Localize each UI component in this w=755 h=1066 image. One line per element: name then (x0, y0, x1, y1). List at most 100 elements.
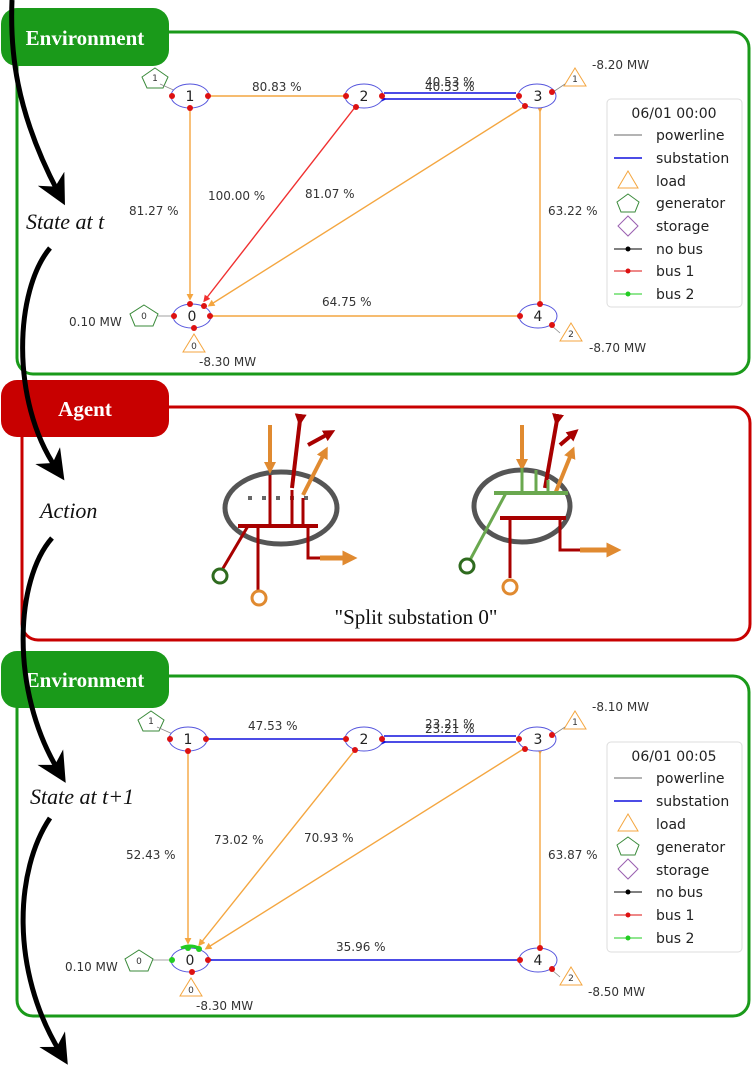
line-label-1-0: 52.43 % (126, 848, 176, 862)
load-id-3: 1 (572, 75, 578, 85)
legend-t: 06/01 00:00 powerline substation load ge… (606, 98, 743, 308)
environment-tab-bottom (1, 651, 169, 708)
generator-mw-0: 0.10 MW (69, 315, 122, 329)
line-label-2-0: 100.00 % (208, 189, 265, 203)
load-icon-4 (559, 322, 583, 342)
legend-label-bus-1: bus 1 (656, 908, 694, 924)
environment-tab-top (1, 8, 169, 66)
generator-mw-0: 0.10 MW (65, 960, 118, 974)
powerline-3-0 (207, 105, 526, 307)
powerline-3-0 (204, 747, 526, 950)
generator-icon-0 (129, 304, 159, 327)
legend-label-load: load (656, 817, 686, 833)
legend-label-generator: generator (656, 840, 725, 856)
legend-label-bus-2: bus 2 (656, 931, 694, 947)
generator-id-1: 1 (152, 74, 158, 84)
legend-label-storage: storage (656, 863, 709, 879)
svg-text:4: 4 (534, 309, 543, 325)
action-before-sketch (211, 413, 358, 607)
line-label-1-2: 80.83 % (252, 80, 302, 94)
legend-label-load: load (656, 174, 686, 190)
agent-tab (1, 380, 169, 437)
dot-red-icon (625, 268, 631, 274)
load-circle-icon (250, 589, 268, 607)
substation-node-4: 4 (517, 945, 558, 973)
generator-id-1: 1 (148, 717, 154, 727)
line-label-1-0: 81.27 % (129, 204, 179, 218)
load-id-0: 0 (188, 986, 194, 996)
substation-node-1: 1 (167, 726, 209, 754)
generator-icon-1 (137, 710, 165, 732)
flow-arrow-4 (20, 816, 68, 1065)
line-label-0-4: 64.75 % (322, 295, 372, 309)
load-icon-3 (563, 67, 587, 87)
dot-green-icon (625, 935, 631, 941)
legend-label-powerline: powerline (656, 128, 725, 144)
dot-green-icon (625, 291, 631, 297)
action-caption: "Split substation 0" (335, 605, 498, 629)
generator-circle-icon (458, 557, 476, 575)
environment-panel-bottom (15, 674, 751, 1018)
generator-icon-1 (141, 67, 169, 89)
load-icon-4 (559, 966, 583, 986)
substation-node-4: 4 (517, 301, 558, 329)
legend-label-substation: substation (656, 794, 729, 810)
substation-node-2: 2 (343, 726, 385, 753)
load-mw-4: -8.50 MW (588, 985, 645, 999)
diamond-icon (617, 858, 639, 880)
load-mw-0: -8.30 MW (199, 355, 256, 369)
load-id-4: 2 (568, 974, 574, 984)
svg-text:3: 3 (534, 732, 543, 748)
load-icon-0 (179, 977, 203, 997)
svg-text:0: 0 (186, 953, 195, 969)
line-label-3-4: 63.87 % (548, 848, 598, 862)
flow-arrow-2 (20, 246, 65, 481)
line-label-0-4: 35.96 % (336, 940, 386, 954)
flow-label-action: Action (38, 498, 97, 523)
generator-circle-icon (211, 567, 229, 585)
flow-label-state-t1: State at t+1 (30, 784, 134, 809)
powerline-2-0 (198, 749, 356, 947)
generator-id-0: 0 (136, 957, 142, 967)
legend-label-generator: generator (656, 196, 725, 212)
load-mw-4: -8.70 MW (589, 341, 646, 355)
line-label-2-3-a: 23.21 % (425, 717, 475, 731)
dot-black-icon (625, 889, 631, 895)
legend-label-powerline: powerline (656, 771, 725, 787)
legend-label-bus-1: bus 1 (656, 264, 694, 280)
flow-arrow-3 (20, 536, 66, 783)
legend-label-no-bus: no bus (656, 242, 703, 258)
legend-label-substation: substation (656, 151, 729, 167)
grid-state-t: 80.83 % 40.53 % 40.53 % 81.27 % 100.00 %… (69, 58, 649, 369)
substation-node-3: 3 (516, 83, 557, 109)
line-label-3-4: 63.22 % (548, 204, 598, 218)
generator-id-0: 0 (141, 312, 147, 322)
flow-arrow-1 (9, 0, 65, 206)
svg-text:2: 2 (360, 732, 369, 748)
line-label-1-2: 47.53 % (248, 719, 298, 733)
legend-timestamp-t: 06/01 00:00 (631, 106, 716, 122)
substation-node-3: 3 (516, 726, 557, 752)
line-label-2-3-b: 23.21 % (425, 722, 475, 736)
line-label-2-0: 73.02 % (214, 833, 264, 847)
svg-text:3: 3 (534, 89, 543, 105)
powerline-2-0 (203, 105, 357, 303)
line-label-3-0: 81.07 % (305, 187, 355, 201)
pentagon-icon (616, 836, 640, 856)
flow-label-state-t: State at t (26, 209, 105, 234)
environment-panel-top (15, 30, 751, 376)
generator-icon-0 (124, 949, 154, 972)
grid-state-t1: 47.53 % 23.21 % 23.21 % 52.43 % 73.02 % … (65, 700, 649, 1013)
triangle-icon (617, 170, 639, 189)
load-id-4: 2 (568, 330, 574, 340)
agent-panel (20, 405, 752, 642)
agent-label: Agent (58, 397, 112, 421)
svg-text:2: 2 (360, 89, 369, 105)
svg-text:0: 0 (188, 309, 197, 325)
substation-node-0: 0 (169, 944, 211, 975)
substation-node-1: 1 (169, 83, 211, 111)
legend-t1: 06/01 00:05 powerline substation load ge… (606, 741, 743, 953)
load-id-3: 1 (572, 718, 578, 728)
pentagon-icon (616, 193, 640, 213)
